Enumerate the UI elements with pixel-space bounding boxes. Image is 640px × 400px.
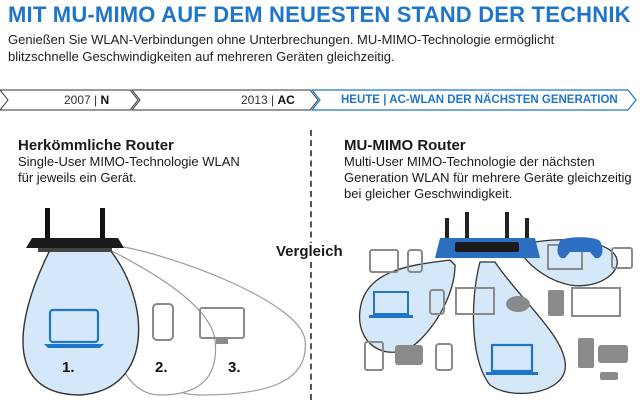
- right-heading: MU-MIMO Router: [344, 137, 466, 154]
- timeline-bar: [0, 89, 637, 111]
- speaker-icon: [548, 290, 564, 316]
- monitor-icon: [455, 287, 495, 315]
- laptop-icon: [44, 308, 104, 348]
- page-title: MIT MU-MIMO AUF DEM NEUESTEN STAND DER T…: [8, 2, 631, 27]
- timeline-year: HEUTE: [341, 94, 380, 106]
- gamepad-icon: [557, 237, 603, 259]
- media-box-icon: [598, 345, 628, 363]
- timeline-step-heute: HEUTE | AC-WLAN DER NÄCHSTEN GENERATION: [341, 94, 618, 106]
- router-icon: [26, 208, 124, 252]
- timeline-year: 2013: [241, 93, 268, 107]
- timeline-code: N: [100, 93, 110, 107]
- monitor-icon: [199, 307, 245, 344]
- router-icon: [435, 212, 540, 258]
- left-beams: [22, 243, 306, 396]
- device-number-2: 2.: [155, 359, 168, 376]
- intro-text: Genießen Sie WLAN-Verbindungen ohne Unte…: [8, 32, 555, 64]
- media-box-icon: [611, 247, 633, 269]
- phone-icon: [429, 289, 445, 315]
- timeline-code: AC: [277, 93, 295, 107]
- gamepad-icon: [506, 296, 530, 312]
- phone-icon: [407, 249, 423, 273]
- section-divider: [310, 130, 312, 400]
- left-heading: Herkömmliche Router: [18, 137, 174, 154]
- tv-icon: [571, 287, 621, 317]
- laptop-icon: [369, 291, 413, 318]
- phone-icon: [435, 343, 453, 371]
- laptop-icon: [486, 343, 538, 375]
- speaker-icon: [578, 338, 594, 368]
- timeline-code: AC-WLAN DER NÄCHSTEN GENERATION: [389, 94, 618, 106]
- device-number-1: 1.: [62, 359, 75, 376]
- timeline-year: 2007: [64, 93, 91, 107]
- comparison-illustration: 1. 2. 3.: [22, 208, 633, 396]
- usb-stick-icon: [600, 372, 618, 380]
- camera-icon: [395, 345, 423, 365]
- tablet-icon: [369, 249, 399, 273]
- compare-label: Vergleich: [274, 243, 345, 260]
- device-number-3: 3.: [228, 359, 241, 376]
- timeline-step-2007: 2007 | N: [64, 93, 110, 107]
- timeline-step-2013: 2013 | AC: [241, 93, 295, 107]
- right-subtitle: Multi-User MIMO-Technologie der nächsten…: [344, 154, 632, 201]
- tablet-icon: [364, 341, 384, 371]
- phone-icon: [152, 303, 174, 341]
- left-subtitle: Single-User MIMO-Technologie WLAN für je…: [18, 154, 240, 185]
